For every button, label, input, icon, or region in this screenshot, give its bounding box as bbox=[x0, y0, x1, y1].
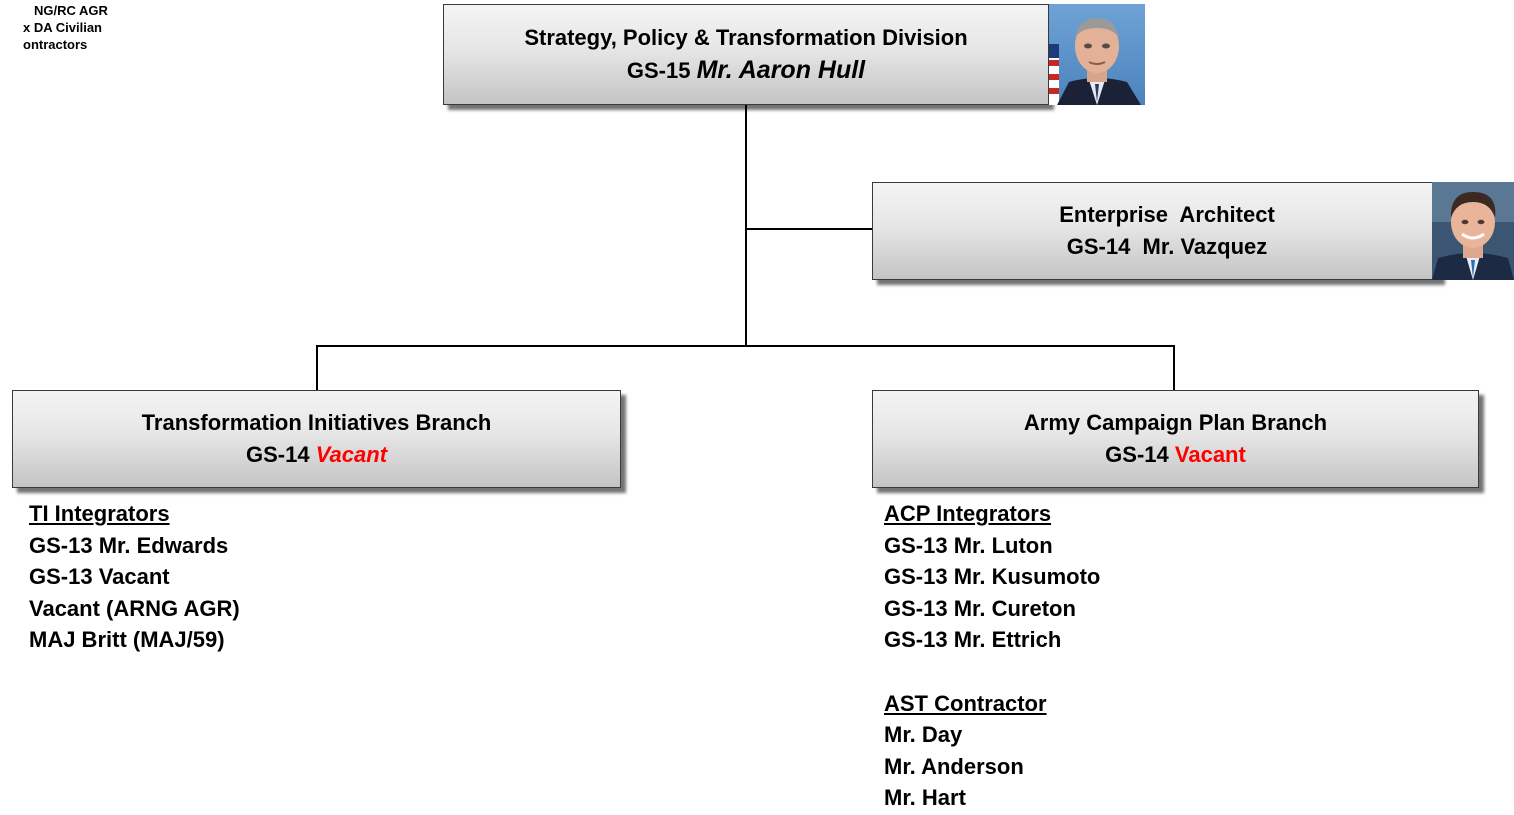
roster-item: GS-13 Mr. Ettrich bbox=[884, 627, 1062, 652]
ast-contractor-heading: AST Contractor bbox=[884, 690, 1047, 716]
connector-to-acp-branch bbox=[1173, 345, 1175, 390]
acp-branch-grade: GS-14 bbox=[1105, 442, 1169, 467]
division-leader: GS-15 Mr. Aaron Hull bbox=[444, 54, 1048, 87]
acp-branch-title: Army Campaign Plan Branch bbox=[1023, 410, 1328, 435]
roster-item: GS-13 Mr. Kusumoto bbox=[884, 564, 1101, 589]
ti-branch-box: Transformation Initiatives Branch GS-14 … bbox=[12, 390, 621, 488]
division-box: Strategy, Policy & Transformation Divisi… bbox=[443, 4, 1049, 105]
connector-to-architect bbox=[746, 228, 873, 230]
portrait-photo bbox=[1049, 4, 1145, 105]
architect-title: Enterprise Architect bbox=[1059, 202, 1275, 227]
architect-incumbent: GS-14 Mr. Vazquez bbox=[1066, 234, 1268, 259]
acp-branch-vacant-status: Vacant bbox=[1174, 442, 1246, 467]
acp-integrators-heading: ACP Integrators bbox=[884, 501, 1052, 526]
architect-portrait-photo bbox=[1432, 182, 1514, 280]
architect-box: Enterprise Architect GS-14 Mr. Vazquez bbox=[872, 182, 1440, 280]
legend-line: NG/RC AGR bbox=[34, 3, 108, 18]
roster-item: Mr. Anderson bbox=[884, 753, 1024, 779]
connector-vertical-main bbox=[745, 104, 747, 347]
ti-branch-leader: GS-14 Vacant bbox=[13, 439, 620, 471]
roster-item: Mr. Day bbox=[884, 722, 963, 747]
roster-item: GS-13 Mr. Cureton bbox=[884, 595, 1076, 621]
division-grade: GS-15 bbox=[626, 58, 691, 83]
ti-roster: TI Integrators GS-13 Mr. Edwards GS-13 V… bbox=[29, 498, 240, 656]
roster-item: MAJ Britt (MAJ/59) bbox=[29, 627, 225, 652]
ti-branch-vacant-status: Vacant bbox=[315, 442, 388, 467]
ti-branch-grade: GS-14 bbox=[245, 442, 310, 467]
division-name: Mr. Aaron Hull bbox=[696, 56, 866, 84]
legend: NG/RC AGR x DA Civilian ontractors bbox=[0, 2, 108, 53]
acp-branch-box: Army Campaign Plan Branch GS-14 Vacant bbox=[872, 390, 1479, 488]
acp-integrators-group: ACP Integrators GS-13 Mr. Luton GS-13 Mr… bbox=[884, 498, 1100, 656]
division-title: Strategy, Policy & Transformation Divisi… bbox=[524, 25, 968, 50]
ti-integrators-group: TI Integrators GS-13 Mr. Edwards GS-13 V… bbox=[29, 498, 240, 656]
ast-contractor-group: AST Contractor Mr. Day Mr. Anderson Mr. … bbox=[884, 688, 1100, 814]
connector-to-ti-branch bbox=[316, 345, 318, 390]
acp-roster: ACP Integrators GS-13 Mr. Luton GS-13 Mr… bbox=[884, 498, 1100, 814]
roster-item: Mr. Hart bbox=[884, 785, 966, 810]
division-portrait-photo bbox=[1049, 4, 1145, 105]
roster-item: Vacant (ARNG AGR) bbox=[29, 595, 240, 621]
ti-integrators-heading: TI Integrators bbox=[29, 501, 170, 526]
roster-item: GS-13 Mr. Edwards bbox=[29, 532, 229, 558]
acp-branch-leader: GS-14 Vacant bbox=[873, 439, 1478, 471]
roster-item: GS-13 Vacant bbox=[29, 564, 170, 589]
connector-horizontal-branches bbox=[316, 345, 1175, 347]
roster-item: GS-13 Mr. Luton bbox=[884, 532, 1053, 558]
legend-line: ontractors bbox=[23, 37, 88, 52]
portrait-photo bbox=[1432, 182, 1514, 280]
legend-line: x DA Civilian bbox=[23, 20, 102, 35]
ti-branch-title: Transformation Initiatives Branch bbox=[141, 410, 492, 435]
